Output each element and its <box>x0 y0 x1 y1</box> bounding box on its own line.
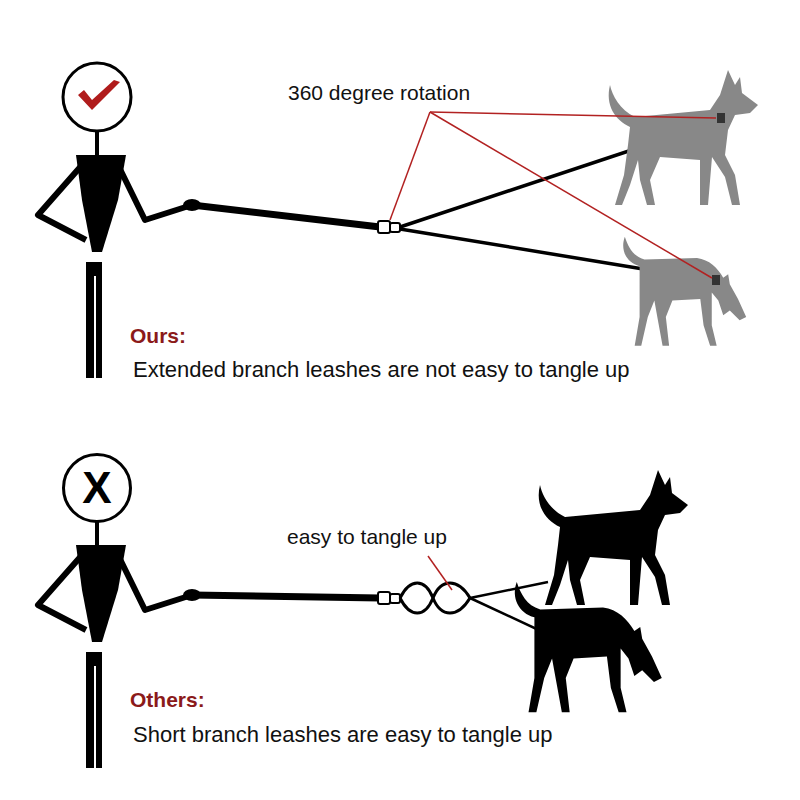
section-heading: Ours: <box>130 323 186 348</box>
leash <box>183 582 560 640</box>
callout-text: 360 degree rotation <box>288 80 470 105</box>
check-mark <box>78 80 120 110</box>
caption-text: Extended branch leashes are not easy to … <box>133 357 630 383</box>
leader-line <box>428 556 452 590</box>
leader-line <box>390 112 716 278</box>
symbol-text: X <box>82 466 111 510</box>
section-heading: Others: <box>130 687 205 712</box>
symbol-circle: X <box>62 453 132 523</box>
caption-text: Short branch leashes are easy to tangle … <box>133 722 553 748</box>
dog <box>609 70 758 346</box>
callout-text: easy to tangle up <box>287 524 447 549</box>
dog <box>515 470 688 712</box>
stick-figure <box>38 63 192 378</box>
